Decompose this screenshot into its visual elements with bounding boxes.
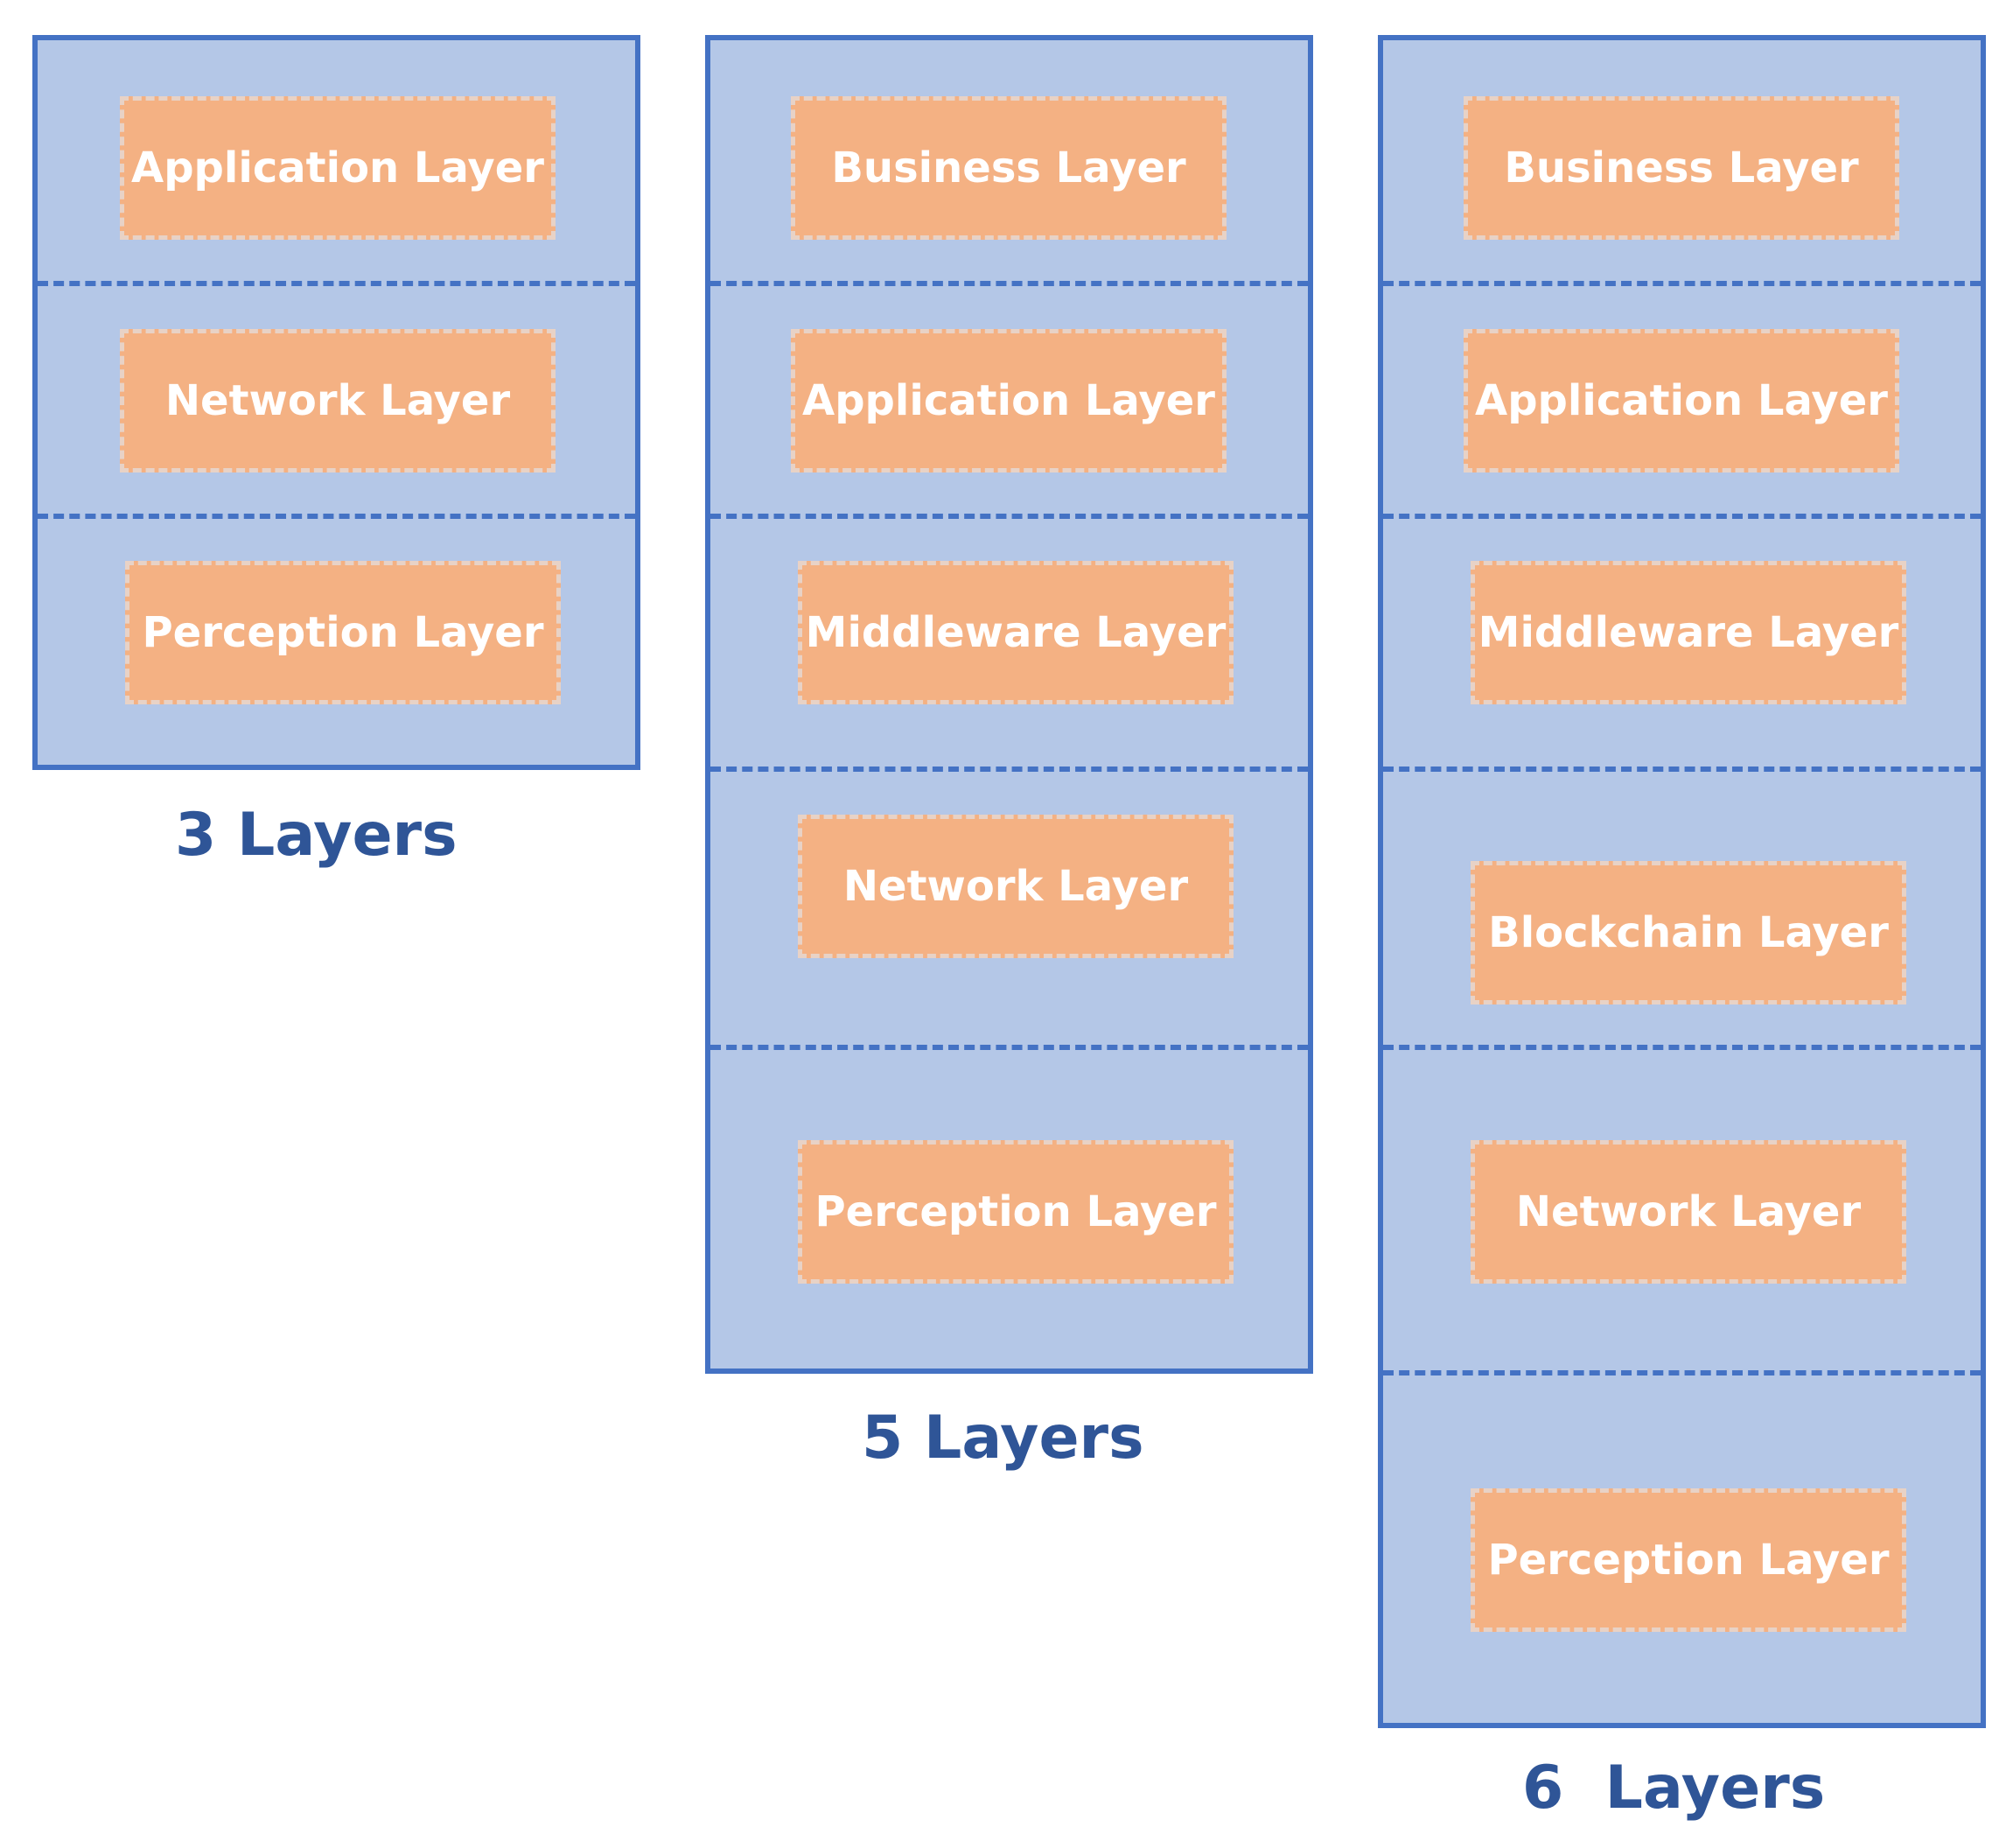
layer-divider	[710, 514, 1308, 519]
caption-6-layers: 6 Layers	[1522, 1754, 1826, 1823]
layer-network: Network Layer	[1471, 1140, 1906, 1284]
layer-divider	[1383, 766, 1981, 772]
layer-perception: Perception Layer	[1471, 1488, 1906, 1632]
layer-divider	[1383, 1370, 1981, 1376]
layer-middleware: Middleware Layer	[798, 561, 1234, 704]
layer-network: Network Layer	[798, 815, 1234, 958]
layer-divider	[1383, 514, 1981, 519]
layer-business: Business Layer	[791, 96, 1227, 240]
caption-3-layers: 3 Layers	[175, 801, 458, 870]
architecture-6-layers: Business Layer Application Layer Middlew…	[1378, 35, 1986, 1728]
layer-divider	[710, 1045, 1308, 1050]
layer-divider	[710, 281, 1308, 286]
layer-application: Application Layer	[1464, 329, 1899, 472]
layer-divider	[38, 281, 635, 286]
layer-divider	[710, 766, 1308, 772]
layer-perception: Perception Layer	[798, 1140, 1234, 1284]
layer-perception: Perception Layer	[125, 561, 561, 704]
caption-5-layers: 5 Layers	[862, 1404, 1144, 1473]
layer-divider	[38, 514, 635, 519]
layer-application: Application Layer	[791, 329, 1227, 472]
architecture-3-layers: Application Layer Network Layer Percepti…	[32, 35, 640, 770]
architecture-5-layers: Business Layer Application Layer Middlew…	[705, 35, 1313, 1374]
layer-middleware: Middleware Layer	[1471, 561, 1906, 704]
layer-application: Application Layer	[120, 96, 556, 240]
layer-blockchain: Blockchain Layer	[1471, 861, 1906, 1004]
layer-divider	[1383, 1045, 1981, 1050]
layer-network: Network Layer	[120, 329, 556, 472]
layer-divider	[1383, 281, 1981, 286]
layer-business: Business Layer	[1464, 96, 1899, 240]
